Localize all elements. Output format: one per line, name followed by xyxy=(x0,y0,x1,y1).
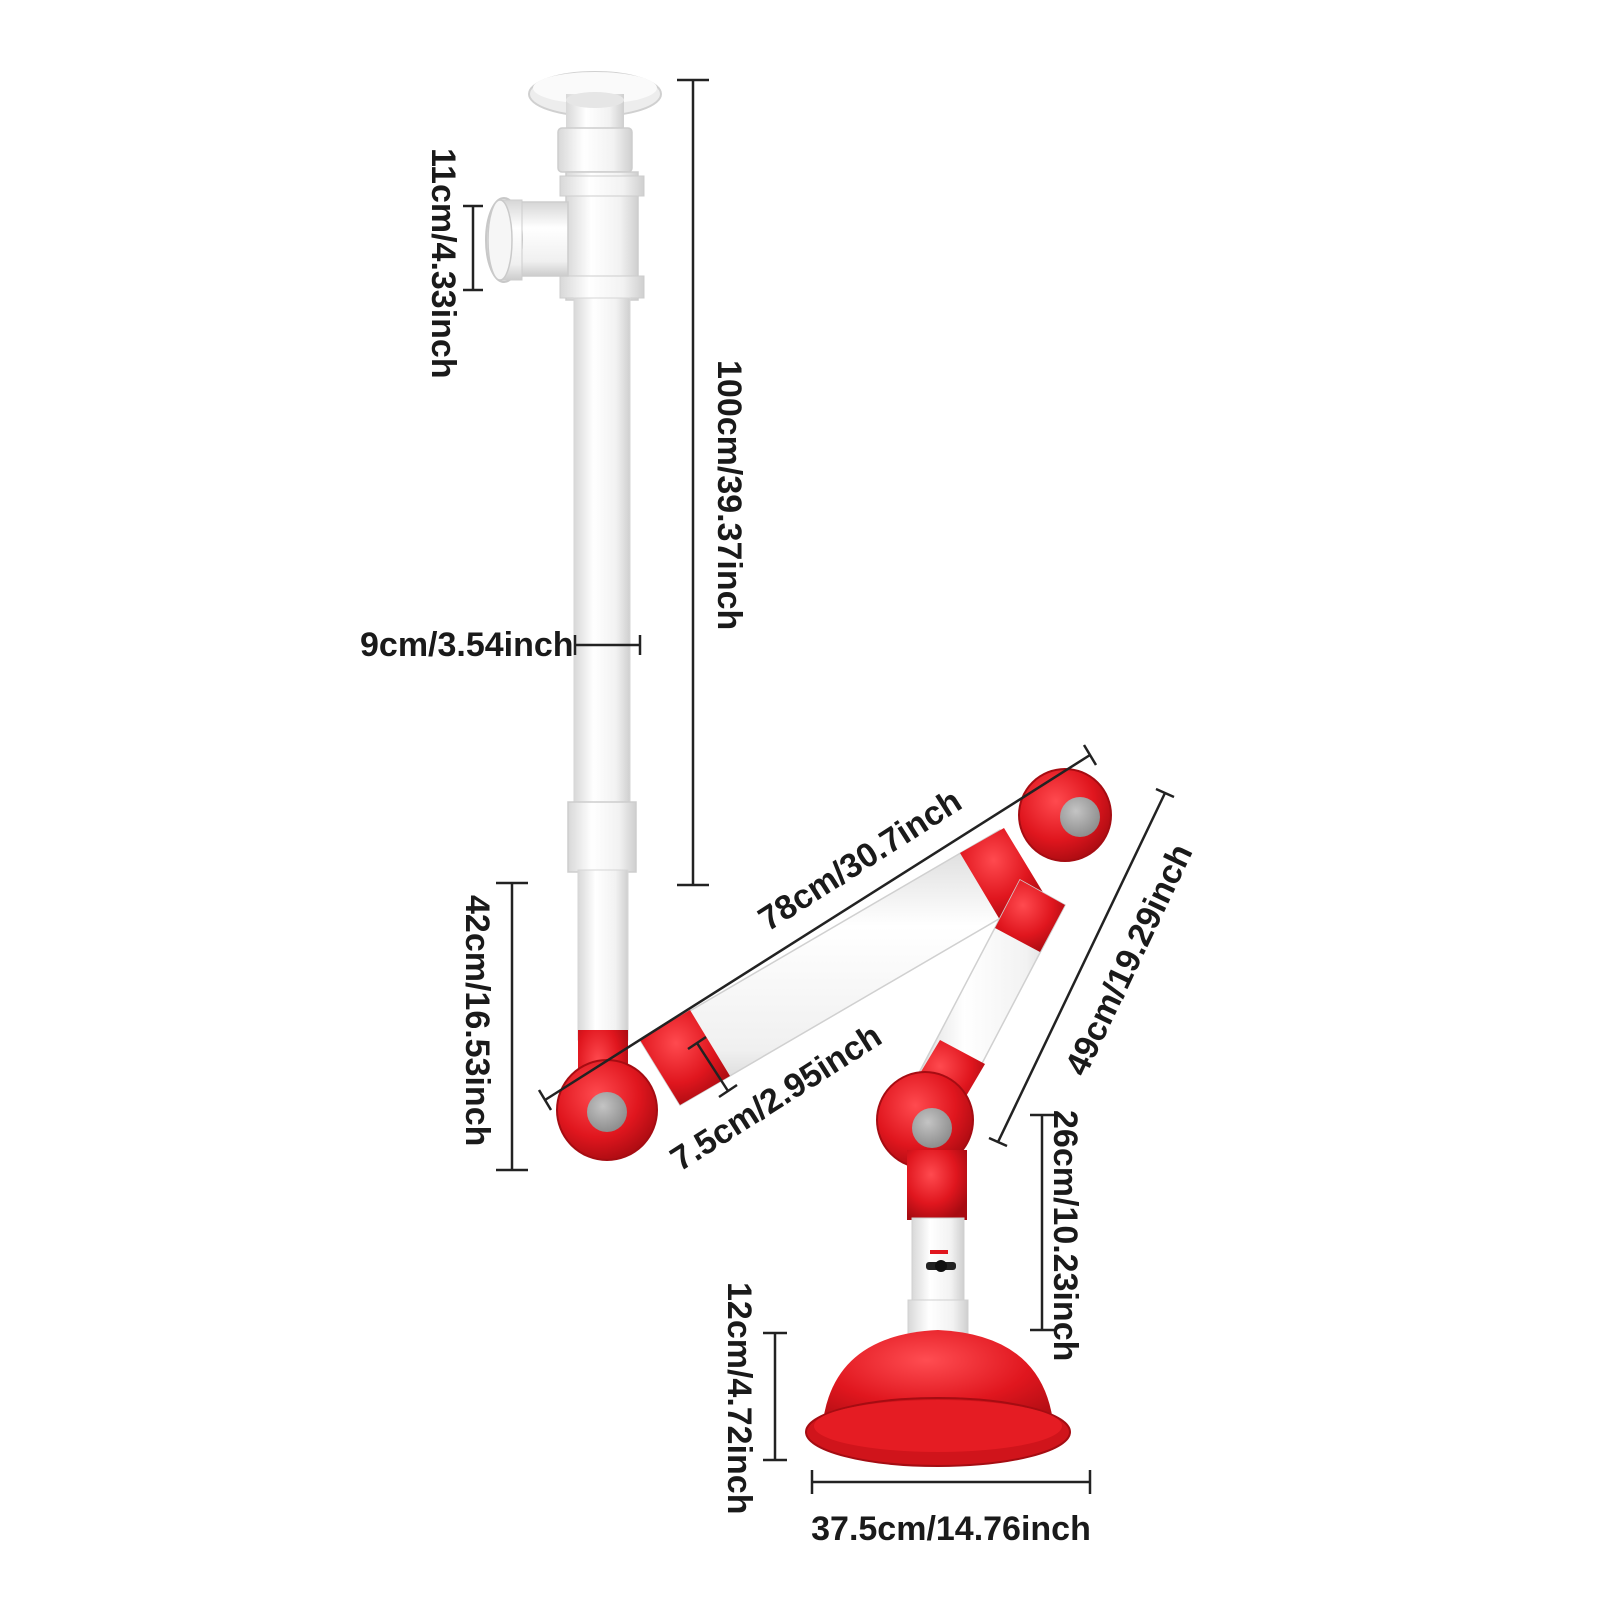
top-joint-knob xyxy=(1060,797,1100,837)
left-joint-knob xyxy=(587,1092,627,1132)
pipe-coupling xyxy=(567,801,637,873)
hood-height-label: 12cm/4.72inch xyxy=(720,1282,758,1514)
lower-pipe xyxy=(577,869,629,1041)
hood-diameter-label: 37.5cm/14.76inch xyxy=(811,1510,1091,1548)
bottom-joint-knob xyxy=(912,1108,952,1148)
suction-hood xyxy=(805,1299,1071,1467)
swivel-neck-red xyxy=(907,1150,967,1220)
tee-side-outlet xyxy=(519,201,569,277)
dimension-lines xyxy=(463,78,1175,1494)
upper-pipe-length-label: 100cm/39.37inch xyxy=(710,360,748,630)
ceiling-pipe-assembly xyxy=(485,71,662,1041)
pipe-diameter-label: 9cm/3.54inch xyxy=(360,626,574,664)
neck-length-label: 26cm/10.23inch xyxy=(1046,1110,1084,1361)
articulated-arm xyxy=(556,768,1112,1309)
top-collar xyxy=(557,127,633,173)
upper-pipe xyxy=(573,297,631,807)
lower-pipe-length-label: 42cm/16.53inch xyxy=(458,895,496,1146)
lower-arm-length-label: 49cm/19.29inch xyxy=(1058,838,1201,1081)
flange-width-label: 11cm/4.33inch xyxy=(424,148,462,379)
